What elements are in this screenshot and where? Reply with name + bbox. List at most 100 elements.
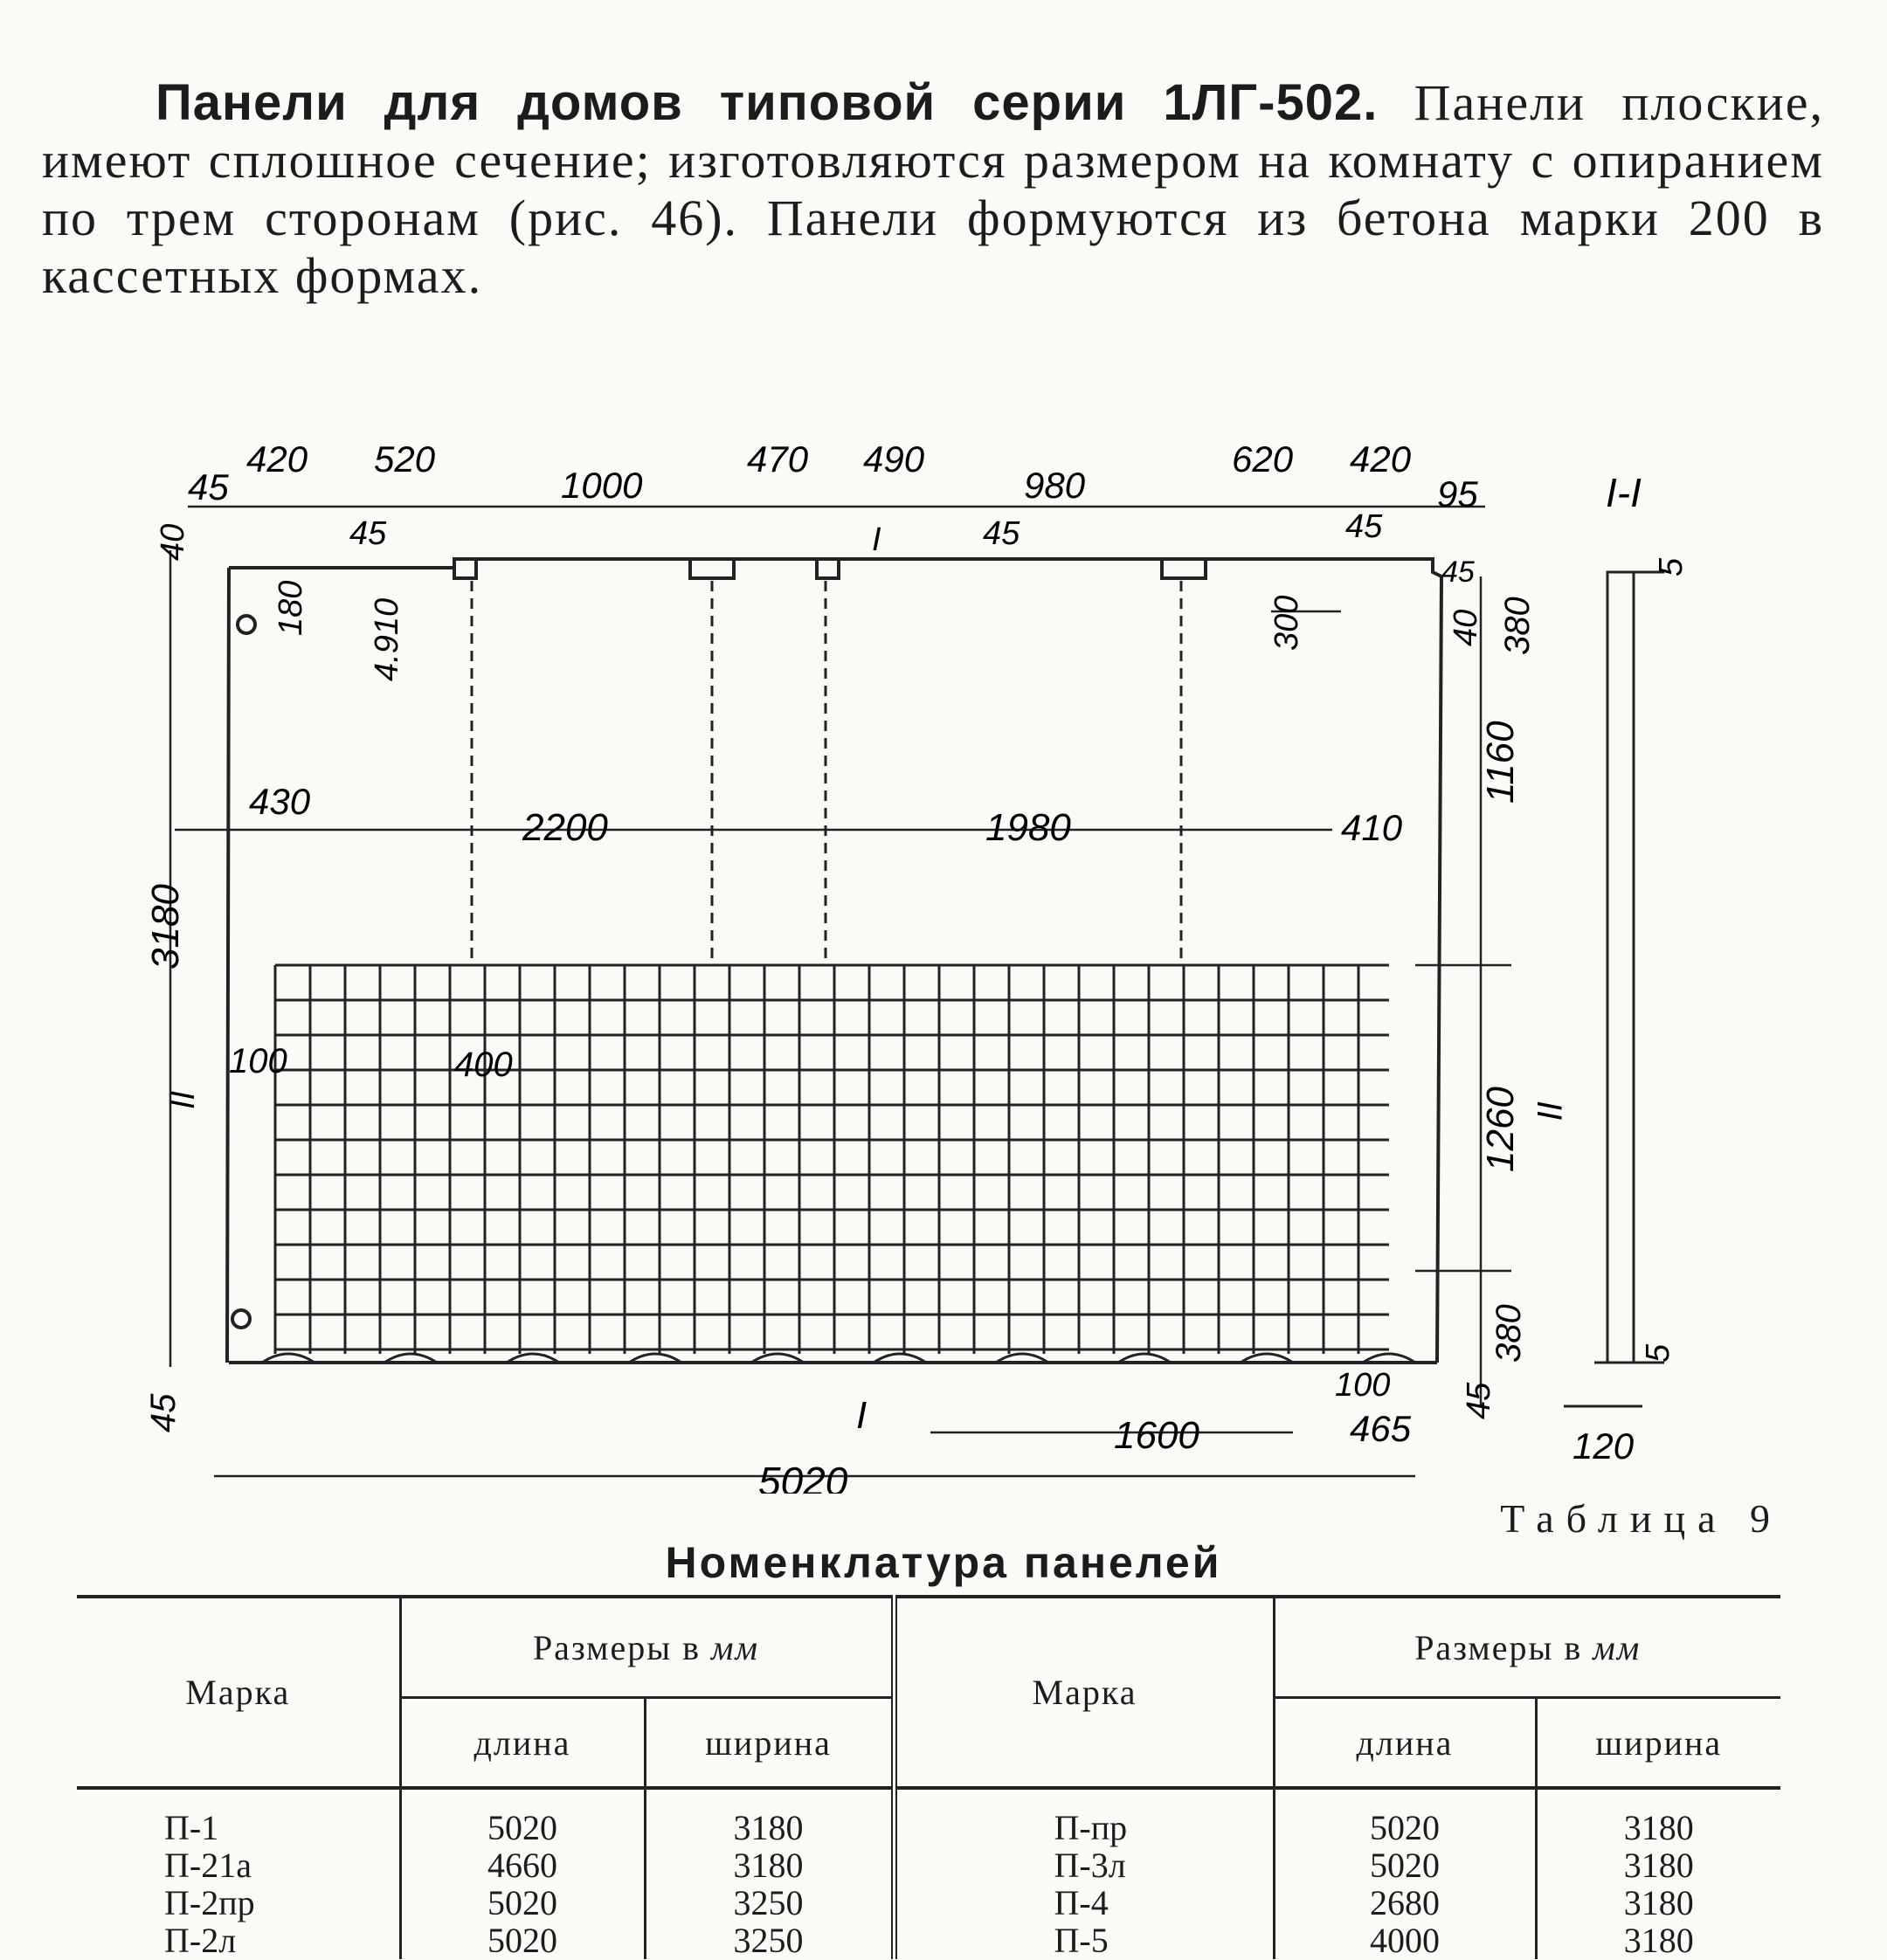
dim-right-1: 40: [1448, 610, 1484, 646]
dim-right-4: 1260: [1479, 1087, 1522, 1172]
header-length-left: длина: [398, 1697, 645, 1788]
header-width-right: ширина: [1534, 1697, 1780, 1788]
table-cell: 3180: [1623, 1808, 1694, 1847]
panel-outline: [225, 557, 1444, 1364]
dim-left-2: 180: [273, 581, 309, 636]
table-cell: П-21а: [164, 1846, 252, 1885]
table-cell: П-2пр: [164, 1883, 255, 1922]
table-cell: П-3л: [1054, 1846, 1126, 1885]
table-cell: 3250: [733, 1883, 804, 1922]
table-cell: 5020: [487, 1808, 557, 1847]
dim-top-5: 470: [747, 438, 809, 480]
section-dim-1: 5: [1653, 557, 1690, 576]
dim-left-5: 100: [229, 1042, 287, 1080]
header-sizes-left: Размеры в мм: [398, 1595, 894, 1699]
section-mark-bottom: I: [856, 1394, 867, 1437]
table-cell: П-пр: [1054, 1808, 1128, 1847]
dim-inner-5: 300: [1268, 596, 1305, 651]
dim-top-9: 420: [1350, 438, 1412, 480]
dim-top-8: 620: [1232, 438, 1294, 480]
bottom-profile: [229, 1352, 1416, 1364]
dimension-lines: [169, 505, 1511, 1478]
table-cell: 5020: [487, 1883, 557, 1922]
table-cell: 3180: [733, 1846, 804, 1885]
section-dim-3: 120: [1572, 1425, 1635, 1467]
nomenclature-table: Марка Размеры в мм Марка Размеры в мм дл…: [77, 1595, 1780, 1959]
header-mark-left: Марка: [77, 1595, 400, 1788]
section-mark-left: II: [165, 1090, 202, 1109]
table-cell: 3180: [1623, 1921, 1694, 1960]
table-cell: П-2л: [164, 1921, 237, 1960]
dim-inner-6: 400: [454, 1046, 513, 1084]
table-title: Номенклатура панелей: [665, 1538, 1222, 1587]
dim-left-4: 3180: [144, 884, 187, 970]
lifting-loop: [231, 1308, 252, 1329]
dim-small-4: 45: [1441, 556, 1475, 589]
col-width-left: 3180 3180 3250 3250: [643, 1805, 894, 1959]
table-cell: 3180: [1623, 1883, 1694, 1922]
section-mark-right: II: [1530, 1101, 1568, 1120]
dim-top-1: 45: [188, 466, 229, 507]
dim-right-2: 380: [1498, 597, 1537, 655]
dim-top-7: 980: [1024, 465, 1086, 506]
top-rib: [688, 557, 736, 580]
dim-left-6: 45: [144, 1393, 183, 1432]
dim-inner-3: 1980: [985, 806, 1071, 849]
dim-inner-4: 410: [1341, 807, 1403, 848]
table-cell: 5020: [487, 1921, 557, 1960]
col-length-right: 5020 5020 2680 4000: [1272, 1805, 1536, 1960]
paragraph-body: Панели плоские, имеют сплошное сечение; …: [42, 74, 1825, 304]
top-rib: [815, 557, 840, 580]
dim-left-3: 4.910: [369, 598, 405, 681]
table-cell: 5020: [1370, 1846, 1440, 1885]
dim-top-3: 520: [374, 438, 436, 480]
section-mark-top: I: [872, 521, 881, 558]
dim-bottom-3: 465: [1350, 1408, 1412, 1449]
header-sizes-right: Размеры в мм: [1272, 1595, 1780, 1699]
table-cell: П-5: [1054, 1921, 1109, 1960]
dim-bottom-4: 5020: [758, 1459, 848, 1494]
table-cell: 3180: [1623, 1846, 1694, 1885]
header-mark-right: Марка: [890, 1595, 1274, 1788]
section-title: I-I: [1606, 470, 1642, 515]
top-rib: [1160, 557, 1207, 580]
table-cell: 5020: [1370, 1808, 1440, 1847]
dim-top-6: 490: [863, 438, 925, 480]
col-mark-left: П-1 П-21а П-2пр П-2л: [77, 1805, 400, 1959]
paragraph-lead: Панели для домов типовой серии 1ЛГ-502.: [156, 74, 1379, 131]
dim-top-4: 1000: [561, 465, 643, 506]
dim-right-6: 45: [1461, 1382, 1497, 1419]
intro-paragraph: Панели для домов типовой серии 1ЛГ-502. …: [42, 74, 1824, 305]
header-unit-left: мм: [711, 1627, 760, 1667]
dim-top-2: 420: [246, 438, 308, 480]
table-label: Таблица 9: [1500, 1496, 1782, 1541]
dim-left-1: 40: [155, 524, 191, 561]
table-cell: 2680: [1370, 1883, 1440, 1922]
dim-bottom-2: 1600: [1114, 1414, 1199, 1457]
dim-inner-2: 2200: [522, 806, 608, 849]
table-cell: П-1: [164, 1808, 219, 1847]
dim-small-1: 45: [349, 515, 387, 552]
dim-right-3: 1160: [1479, 721, 1522, 804]
dim-right-5: 380: [1490, 1304, 1528, 1363]
reinforcement-mesh: [273, 963, 1389, 1354]
col-length-left: 5020 4660 5020 5020: [398, 1805, 645, 1960]
dim-top-10: 95: [1437, 473, 1478, 514]
top-rib: [453, 557, 478, 580]
lifting-loop: [236, 614, 257, 635]
table-cell: 4660: [487, 1846, 557, 1885]
header-length-right: длина: [1272, 1697, 1536, 1788]
header-width-left: ширина: [643, 1697, 894, 1788]
table-cell: П-4: [1054, 1883, 1109, 1922]
col-width-right: 3180 3180 3180 3180: [1534, 1805, 1780, 1960]
table-cell: 3180: [733, 1808, 804, 1847]
col-mark-right: П-пр П-3л П-4 П-5: [890, 1805, 1274, 1960]
dim-small-2: 45: [983, 515, 1020, 552]
table-cell: 4000: [1370, 1921, 1440, 1960]
dim-inner-1: 430: [249, 781, 311, 822]
header-unit-right: мм: [1593, 1627, 1642, 1667]
section-view: [1564, 570, 1664, 1408]
section-dim-2: 5: [1640, 1343, 1676, 1363]
dim-bottom-1: 100: [1335, 1367, 1390, 1404]
panel-drawing: 45 420 520 1000 470 490 980 620 420 95 4…: [144, 438, 1690, 1494]
